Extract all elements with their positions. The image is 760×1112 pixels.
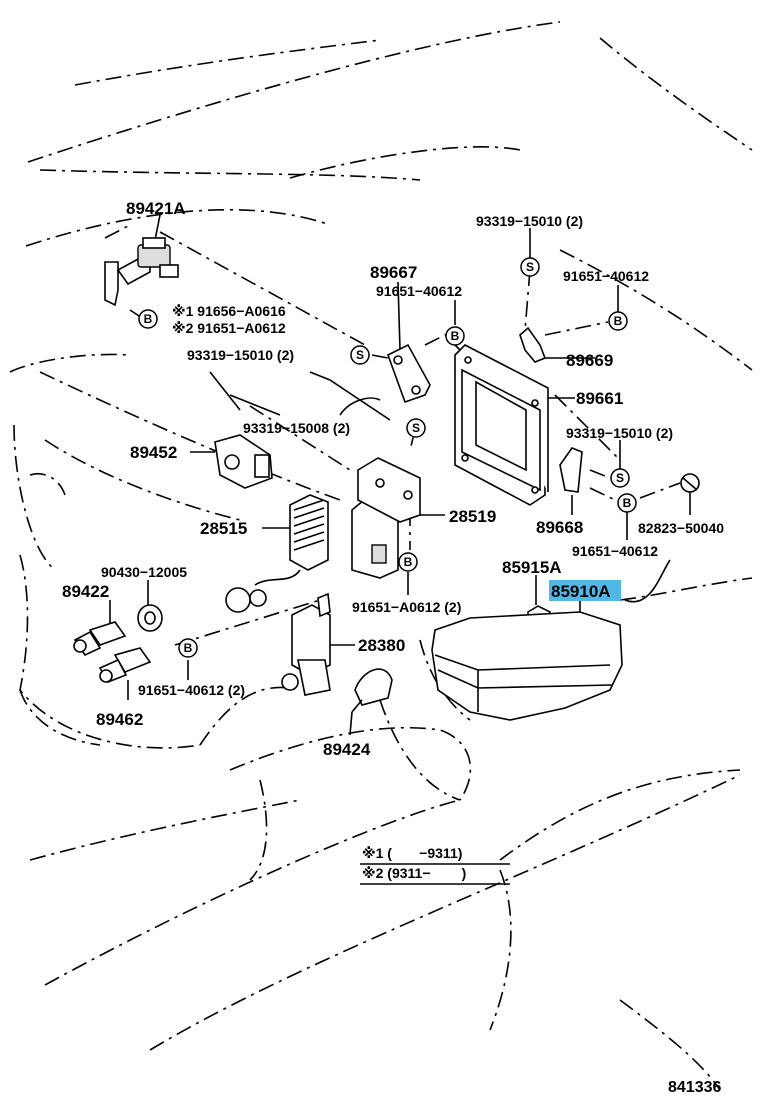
screw-symbol-mid: S [350,345,370,365]
svg-text:B: B [404,555,413,569]
part-labels: 89421A 93319−15010 (2) 89667 91651−40612… [62,199,724,759]
label-28515[interactable]: 28515 [200,519,247,538]
screw-symbol-right: S [610,468,630,488]
bolt-symbol-6: B [178,638,198,658]
label-89462[interactable]: 89462 [96,710,143,729]
svg-text:S: S [526,260,534,274]
note-2: ※2 (9311− ) [362,865,466,881]
label-91651-40612-c[interactable]: 91651−40612 [572,543,658,559]
label-93319-15010-mid[interactable]: 93319−15010 (2) [187,347,294,363]
bolt-symbol-4: B [617,493,637,513]
label-89424[interactable]: 89424 [323,740,371,759]
part-90430 [137,604,163,632]
label-91656-A0616[interactable]: ※1 91656−A0616 [172,303,286,319]
bolt-symbol-3: B [138,309,158,329]
label-91651-A0612-2[interactable]: 91651−A0612 (2) [352,599,461,615]
part-89667 [387,343,431,404]
part-89422 [73,621,127,657]
relay-block-housing [431,611,623,721]
highlight-85910A [549,580,621,601]
bolt-symbol-5: B [398,552,418,572]
screw-symbol-top: S [520,257,540,277]
label-93319-15010-right[interactable]: 93319−15010 (2) [566,425,673,441]
label-85915A[interactable]: 85915A [502,558,562,577]
svg-text:B: B [451,329,460,343]
svg-text:S: S [616,471,624,485]
label-91651-40612-b[interactable]: 91651−40612 [563,268,649,284]
part-89668 [559,447,583,493]
label-82823-50040[interactable]: 82823−50040 [638,520,724,536]
label-89422[interactable]: 89422 [62,582,109,601]
label-91651-40612-2[interactable]: 91651−40612 (2) [138,682,245,698]
svg-text:S: S [412,421,420,435]
part-89661-ecu [454,344,549,506]
bolt-symbol-2: B [445,326,465,346]
svg-text:B: B [623,496,632,510]
label-89661[interactable]: 89661 [576,389,623,408]
part-89421A [104,237,179,307]
part-82823 [680,473,700,493]
note-1: ※1 ( −9311) [362,845,462,861]
label-89669[interactable]: 89669 [566,351,613,370]
solid-leaders [109,214,691,736]
label-89452[interactable]: 89452 [130,443,177,462]
svg-text:S: S [356,348,364,362]
label-93319-15008[interactable]: 93319−15008 (2) [243,420,350,436]
label-89668[interactable]: 89668 [536,518,583,537]
label-85910A[interactable]: 85910A [551,582,611,601]
label-28519[interactable]: 28519 [449,507,496,526]
part-89424 [351,668,393,713]
part-89462 [98,647,152,683]
part-89669 [519,326,547,363]
diagram-id: 841336 [668,1079,721,1096]
bolt-symbol-1: B [608,311,628,331]
part-28380 [281,592,331,696]
label-93319-15010-top[interactable]: 93319−15010 (2) [476,213,583,229]
svg-text:B: B [184,641,193,655]
fastener-symbols: S B B B S S S B B B [138,257,637,658]
part-28519 [351,457,421,579]
label-89667[interactable]: 89667 [370,263,417,282]
svg-text:B: B [144,312,153,326]
label-90430-12005[interactable]: 90430−12005 [101,564,187,580]
label-89421A[interactable]: 89421A [126,199,186,218]
part-28515 [225,494,329,613]
label-91651-40612-a[interactable]: 91651−40612 [376,283,462,299]
screw-symbol-15008: S [406,418,426,438]
applicability-notes: ※1 ( −9311) ※2 (9311− ) [360,845,510,885]
svg-text:B: B [614,314,623,328]
label-28380[interactable]: 28380 [358,636,405,655]
part-89452 [214,434,273,489]
label-91651-A0612-note2[interactable]: ※2 91651−A0612 [172,320,286,336]
